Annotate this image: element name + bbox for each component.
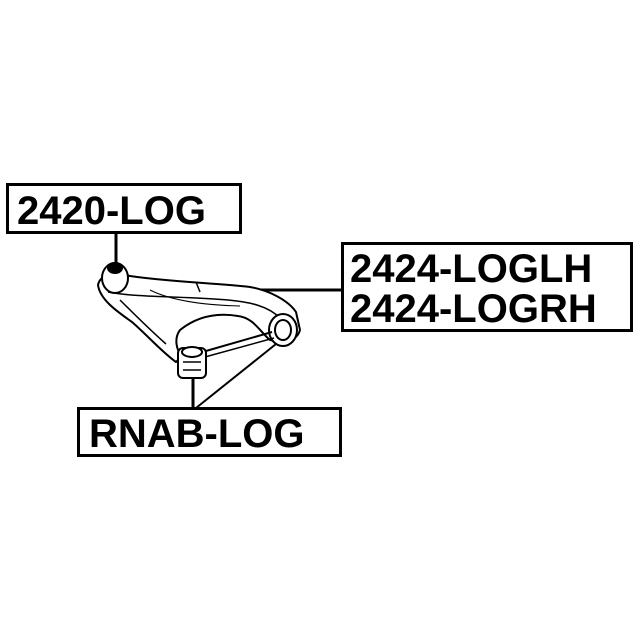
label-ball-joint: 2420-LOG (6, 183, 242, 234)
label-arm-left-text: 2424-LOGLH (350, 247, 593, 291)
label-bushing-text: RNAB-LOG (89, 412, 305, 456)
leader-bushing-rear (195, 339, 282, 409)
label-bushing: RNAB-LOG (77, 407, 342, 457)
label-control-arm: 2424-LOGLH 2424-LOGRH (341, 242, 633, 332)
control-arm-drawing (97, 262, 301, 379)
label-ball-joint-text: 2420-LOG (17, 189, 206, 233)
label-arm-right-text: 2424-LOGRH (350, 287, 597, 331)
